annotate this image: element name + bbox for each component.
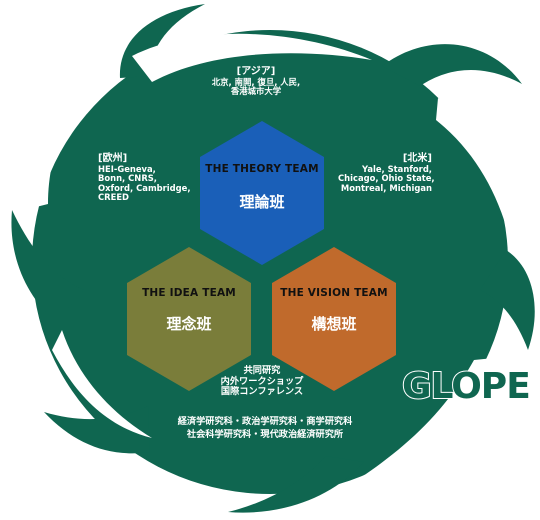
vision-team-label: THE VISION TEAM 構想班 bbox=[272, 287, 396, 334]
vision-team-hexagon bbox=[272, 247, 396, 391]
region-europe-line: Oxford, Cambridge, bbox=[98, 182, 191, 193]
vision-team-jp: 構想班 bbox=[311, 315, 357, 333]
swirl-arm-bottom-right bbox=[228, 456, 364, 513]
swirl-arm-bottom-left bbox=[44, 406, 150, 454]
center-activities: 共同研究 内外ワークショップ 国際コンファレンス bbox=[200, 365, 324, 398]
idea-team-name: THE IDEA TEAM bbox=[142, 287, 236, 299]
region-north-america-title: [北米] bbox=[402, 153, 432, 164]
idea-team-jp: 理念班 bbox=[166, 315, 212, 333]
center-activity-line: 国際コンファレンス bbox=[220, 386, 304, 398]
region-europe: [欧州] HEI-Geneva, Bonn, CNRS, Oxford, Cam… bbox=[98, 153, 191, 203]
region-asia-title: [アジア] bbox=[236, 66, 276, 77]
vision-team-name: THE VISION TEAM bbox=[280, 287, 388, 299]
region-asia-line: 北京, 南開, 復旦, 人民, bbox=[211, 76, 301, 87]
region-north-america-line: Yale, Stanford, bbox=[362, 163, 432, 174]
swirl-gap-left bbox=[24, 68, 100, 210]
region-north-america-line: Chicago, Ohio State, bbox=[338, 173, 435, 184]
swirl-gap-bottom-left bbox=[52, 330, 152, 438]
region-europe-title: [欧州] bbox=[98, 153, 128, 164]
idea-team-label: THE IDEA TEAM 理念班 bbox=[127, 287, 251, 334]
theory-team-hexagon bbox=[200, 121, 324, 265]
region-north-america-line: Montreal, Michigan bbox=[340, 182, 432, 193]
swirl-arm-left bbox=[11, 210, 84, 322]
region-europe-line: HEI-Geneva, bbox=[98, 163, 156, 174]
swirl-arm-right bbox=[480, 250, 535, 350]
theory-team-label: THE THEORY TEAM 理論班 bbox=[200, 163, 324, 212]
region-europe-line: Bonn, CNRS, bbox=[98, 173, 157, 184]
swirl-background bbox=[11, 4, 535, 513]
center-activity-line: 内外ワークショップ bbox=[220, 375, 304, 387]
swirl-gap-bottom-right bbox=[360, 358, 494, 478]
theory-team-name: THE THEORY TEAM bbox=[205, 163, 319, 175]
region-asia: [アジア] 北京, 南開, 復旦, 人民, 香港城市大学 bbox=[196, 66, 316, 97]
swirl-body bbox=[32, 30, 508, 494]
glope-logo-text: GLOPE bbox=[401, 365, 532, 408]
swirl-arm-top-right bbox=[382, 44, 522, 86]
swirl-gap-top bbox=[132, 33, 372, 82]
region-north-america: [北米] Yale, Stanford, Chicago, Ohio State… bbox=[338, 153, 435, 193]
faculties: 経済学研究科・政治学研究科・商学研究科 社会科学研究科・現代政治経済研究所 bbox=[140, 416, 390, 440]
faculties-line: 社会科学研究科・現代政治経済研究所 bbox=[186, 428, 344, 440]
region-asia-line: 香港城市大学 bbox=[230, 86, 282, 97]
swirl-gaps bbox=[24, 33, 513, 478]
region-europe-line: CREED bbox=[98, 192, 129, 203]
swirl-gap-right bbox=[436, 98, 513, 248]
idea-team-hexagon bbox=[127, 247, 251, 391]
faculties-line: 経済学研究科・政治学研究科・商学研究科 bbox=[177, 416, 353, 427]
center-activity-line: 共同研究 bbox=[243, 365, 281, 376]
theory-team-jp: 理論班 bbox=[239, 193, 285, 211]
